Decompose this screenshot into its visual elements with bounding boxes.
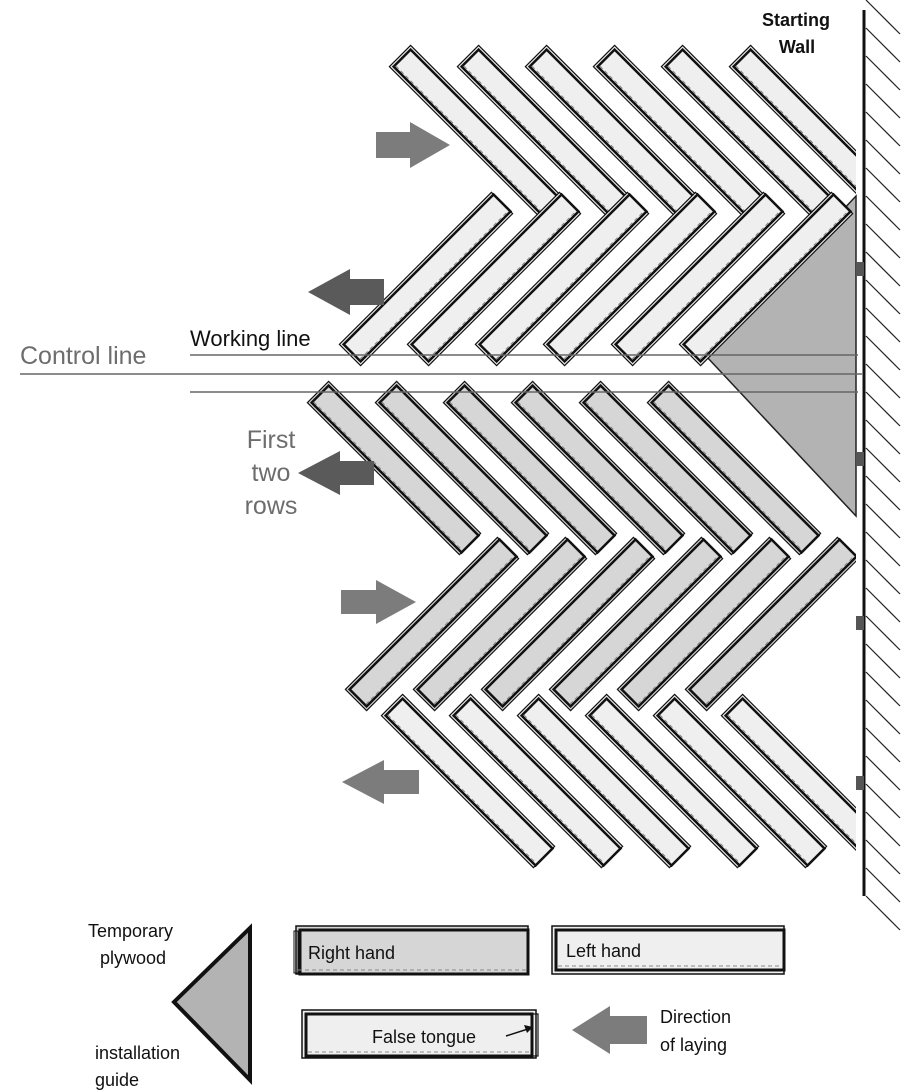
- legend-left-hand-board: [551, 925, 785, 975]
- legend-direction-label: Direction: [660, 1007, 731, 1027]
- right-hand-board: [344, 536, 520, 712]
- wall-hatch-line: [865, 111, 901, 147]
- working-line-label: Working line: [190, 326, 311, 351]
- legend-false-tongue-board: [301, 1009, 537, 1059]
- control-line-label: Control line: [20, 342, 146, 370]
- legend-plywood-triangle-icon: [171, 923, 252, 1085]
- working-lines: [20, 354, 862, 393]
- wall-hatch-line: [865, 83, 901, 119]
- legend-direction-arrow-icon: [572, 1006, 647, 1054]
- left-hand-board: [448, 693, 624, 869]
- wall-hatch-line: [865, 0, 901, 35]
- wall-hatch-line: [865, 251, 901, 287]
- arrow-left-icon: [298, 451, 374, 495]
- wall-hatch-line: [865, 391, 901, 427]
- wall-hatch-line: [865, 307, 901, 343]
- legend-guide-label: installation: [95, 1043, 180, 1063]
- wall-hatch-line: [865, 475, 901, 511]
- arrow-right-icon: [341, 580, 416, 624]
- first-rows-label: two: [252, 459, 291, 487]
- wall-hatch-line: [865, 419, 901, 455]
- wall-hatch-line: [865, 615, 901, 651]
- left-hand-board: [728, 44, 856, 220]
- herringbone-boards: [306, 44, 856, 869]
- right-hand-board: [412, 536, 588, 712]
- right-hand-board: [684, 536, 856, 712]
- wall-hatch-line: [865, 223, 901, 259]
- wall-spacers: [856, 262, 864, 790]
- legend-plywood-label: plywood: [100, 948, 166, 968]
- arrow-left-icon: [342, 760, 419, 804]
- wall-hatch-line: [865, 363, 901, 399]
- legend-direction-label: of laying: [660, 1035, 727, 1055]
- wall-hatch-line: [865, 27, 901, 63]
- wall-hatch-line: [865, 447, 901, 483]
- arrow-left-icon: [308, 269, 384, 315]
- direction-arrows: [298, 122, 450, 804]
- wall-hatch-line: [865, 559, 901, 595]
- left-hand-board: [652, 693, 828, 869]
- wall-hatch-line: [865, 727, 901, 763]
- right-hand-board: [616, 536, 792, 712]
- wall-hatch-line: [865, 671, 901, 707]
- wall-hatch-line: [865, 839, 901, 875]
- left-hand-board: [380, 693, 556, 869]
- legend-plywood-label: Temporary: [88, 921, 173, 941]
- arrow-right-icon: [376, 122, 450, 168]
- right-hand-board: [548, 536, 724, 712]
- first-rows-label: First: [247, 426, 296, 454]
- left-hand-board: [584, 693, 760, 869]
- right-hand-board: [374, 380, 550, 556]
- wall-hatching: [865, 0, 901, 931]
- wall-hatch-line: [865, 167, 901, 203]
- wall-hatch-line: [865, 195, 901, 231]
- left-hand-board: [542, 191, 718, 367]
- legend-guide-label: guide: [95, 1070, 139, 1090]
- legend: Temporary plywood installation guide Rig…: [88, 921, 786, 1090]
- wall-hatch-line: [865, 503, 901, 539]
- wall-spacer: [856, 452, 864, 466]
- legend-right-hand-label: Right hand: [308, 943, 395, 963]
- wall-hatch-line: [865, 587, 901, 623]
- wall-hatch-line: [865, 783, 901, 819]
- legend-right-hand-board: [295, 925, 529, 975]
- wall-hatch-line: [865, 643, 901, 679]
- wall-hatch-line: [865, 699, 901, 735]
- legend-false-tongue-label: False tongue: [372, 1027, 476, 1047]
- wall-hatch-line: [865, 895, 901, 931]
- wall-spacer: [856, 616, 864, 630]
- first-rows-label: rows: [245, 492, 298, 520]
- wall-hatch-line: [865, 811, 901, 847]
- starting-wall-label: Starting: [762, 10, 830, 30]
- left-hand-board: [720, 693, 856, 869]
- wall-spacer: [856, 262, 864, 276]
- wall-hatch-line: [865, 335, 901, 371]
- wall-hatch-line: [865, 867, 901, 903]
- starting-wall-label: Wall: [779, 37, 815, 57]
- right-hand-board: [306, 380, 482, 556]
- wall-hatch-line: [865, 755, 901, 791]
- wall-spacer: [856, 776, 864, 790]
- wall-hatch-line: [865, 531, 901, 567]
- wall-hatch-line: [865, 55, 901, 91]
- right-hand-board: [480, 536, 656, 712]
- legend-left-hand-label: Left hand: [566, 941, 641, 961]
- wall-hatch-line: [865, 139, 901, 175]
- wall-hatch-line: [865, 279, 901, 315]
- left-hand-board: [516, 693, 692, 869]
